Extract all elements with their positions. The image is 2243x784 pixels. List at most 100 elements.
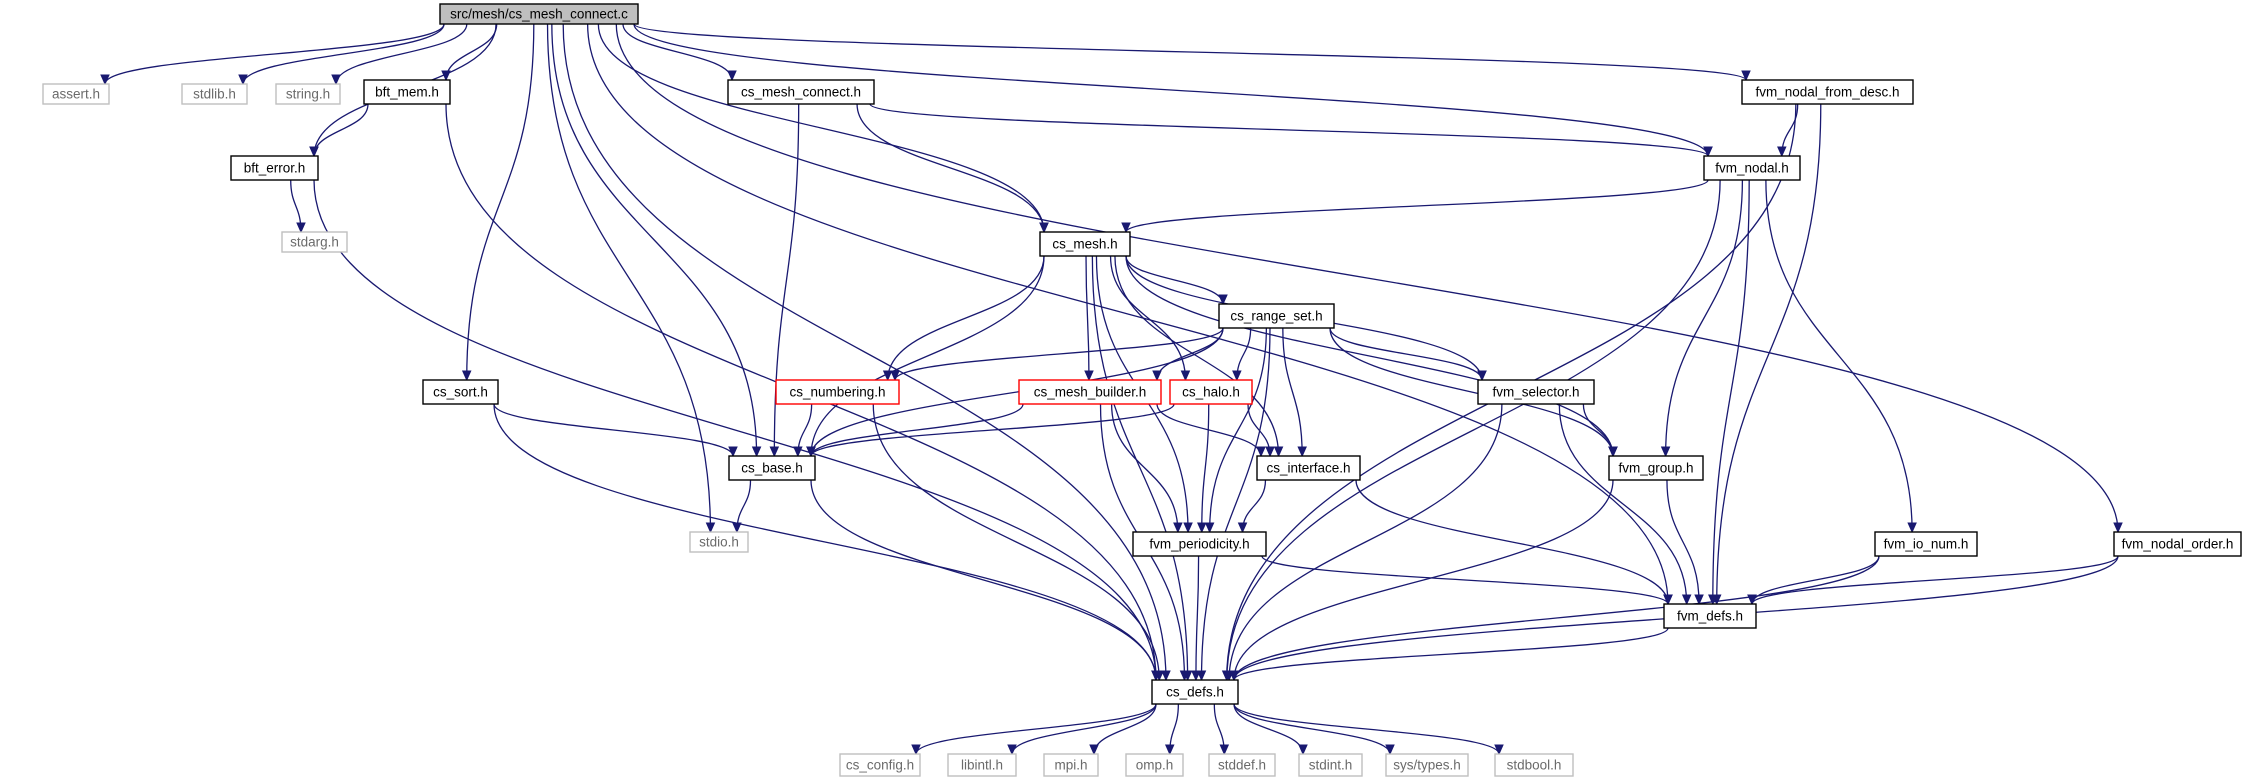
node-cs_mesh_builder[interactable]: cs_mesh_builder.h <box>1018 379 1162 405</box>
node-fvm_nodal_order[interactable]: fvm_nodal_order.h <box>2113 531 2242 557</box>
node-box-fvm_nodal_order <box>2113 531 2242 557</box>
edge-root-to-cs_sort <box>466 23 535 381</box>
edge-root-to-cs_base <box>551 23 758 457</box>
node-label-assert: assert.h <box>52 87 100 102</box>
node-label-libintl: libintl.h <box>961 758 1003 773</box>
arrowhead-cs_halo-to-cs_interface <box>1265 446 1275 458</box>
node-box-stdbool <box>1494 753 1574 777</box>
node-fvm_nodal_from_desc[interactable]: fvm_nodal_from_desc.h <box>1741 79 1914 105</box>
edge-root-to-bft_mem <box>445 23 498 81</box>
node-box-fvm_io_num <box>1874 531 1978 557</box>
node-stddef: stddef.h <box>1208 753 1276 777</box>
edge-root-to-fvm_nodal_order <box>615 23 2119 533</box>
node-box-cs_mesh_builder <box>1018 379 1162 405</box>
arrowhead-cs_mesh-to-cs_interface <box>1273 446 1284 458</box>
arrowhead-cs_range_set-to-cs_halo <box>1232 370 1242 382</box>
arrowhead-cs_defs-to-cs_config <box>911 744 921 756</box>
arrowhead-fvm_periodicity-to-cs_defs <box>1191 670 1201 682</box>
node-cs_base[interactable]: cs_base.h <box>728 455 816 481</box>
node-systypes: sys/types.h <box>1385 753 1469 777</box>
edge-cs_mesh-to-cs_range_set <box>1125 255 1224 305</box>
node-box-fvm_defs <box>1663 603 1757 629</box>
arrowhead-cs_defs-to-stdbool <box>1494 744 1504 756</box>
node-fvm_nodal[interactable]: fvm_nodal.h <box>1703 155 1801 181</box>
node-box-fvm_selector <box>1477 379 1595 405</box>
node-cs_sort[interactable]: cs_sort.h <box>422 379 499 405</box>
node-cs_range_set[interactable]: cs_range_set.h <box>1218 303 1335 329</box>
node-box-stddef <box>1208 753 1276 777</box>
node-label-stddef: stddef.h <box>1218 758 1266 773</box>
arrowhead-root-to-cs_sort <box>461 370 472 382</box>
node-bft_mem[interactable]: bft_mem.h <box>363 79 451 105</box>
edge-cs_mesh-to-fvm_group <box>1125 255 1614 457</box>
edge-fvm_io_num-to-cs_defs <box>1233 555 1880 681</box>
arrowhead-cs_defs-to-mpi <box>1089 744 1099 756</box>
arrowhead-cs_mesh-to-cs_range_set <box>1218 294 1228 306</box>
arrowhead-fvm_periodicity-to-fvm_defs <box>1663 594 1673 606</box>
edge-cs_defs-to-stdbool <box>1233 703 1500 755</box>
node-label-cs_sort: cs_sort.h <box>433 385 488 400</box>
node-cs_mesh_connect_h[interactable]: cs_mesh_connect.h <box>727 79 875 105</box>
arrowhead-root-to-fvm_nodal_from_desc <box>1741 70 1751 82</box>
arrowhead-cs_range_set-to-fvm_periodicity <box>1204 522 1215 534</box>
edge-cs_mesh-to-cs_interface <box>1114 255 1280 457</box>
node-label-systypes: sys/types.h <box>1393 758 1461 773</box>
node-cs_numbering[interactable]: cs_numbering.h <box>775 379 900 405</box>
node-cs_halo[interactable]: cs_halo.h <box>1169 379 1253 405</box>
arrowhead-root-to-cs_base <box>751 446 762 458</box>
node-label-root: src/mesh/cs_mesh_connect.c <box>450 7 628 22</box>
edge-bft_error-to-cs_defs <box>313 179 1157 681</box>
arrowhead-cs_mesh_builder-to-cs_defs <box>1179 670 1190 682</box>
arrowhead-cs_defs-to-omp <box>1164 744 1175 756</box>
node-box-bft_error <box>230 155 319 181</box>
arrowhead-cs_interface-to-fvm_periodicity <box>1237 522 1248 534</box>
edge-cs_mesh-to-cs_defs <box>1091 255 1189 681</box>
edge-cs_interface-to-fvm_defs <box>1355 479 1669 605</box>
node-box-fvm_nodal_from_desc <box>1741 79 1914 105</box>
edge-root-to-string <box>335 23 468 85</box>
node-box-cs_range_set <box>1218 303 1335 329</box>
node-label-mpi: mpi.h <box>1054 758 1087 773</box>
node-fvm_defs[interactable]: fvm_defs.h <box>1663 603 1757 629</box>
node-box-cs_numbering <box>775 379 900 405</box>
arrowhead-cs_defs-to-libintl <box>1007 744 1017 756</box>
node-box-omp <box>1125 753 1184 777</box>
node-label-stdlib: stdlib.h <box>193 87 236 102</box>
node-box-cs_mesh <box>1039 231 1131 257</box>
arrowhead-cs_sort-to-cs_base <box>728 446 738 458</box>
edge-fvm_selector-to-fvm_defs <box>1558 403 1688 605</box>
edge-fvm_nodal-to-fvm_group <box>1664 179 1744 457</box>
arrowhead-bft_error-to-stdarg <box>296 222 306 234</box>
node-libintl: libintl.h <box>947 753 1017 777</box>
node-root[interactable]: src/mesh/cs_mesh_connect.c <box>439 3 639 25</box>
node-fvm_io_num[interactable]: fvm_io_num.h <box>1874 531 1978 557</box>
arrowhead-cs_range_set-to-cs_interface <box>1297 446 1307 458</box>
arrowhead-cs_mesh_builder-to-cs_interface <box>1256 446 1266 458</box>
node-label-omp: omp.h <box>1136 758 1174 773</box>
node-bft_error[interactable]: bft_error.h <box>230 155 319 181</box>
node-fvm_periodicity[interactable]: fvm_periodicity.h <box>1132 531 1267 557</box>
node-label-cs_mesh_builder: cs_mesh_builder.h <box>1034 385 1147 400</box>
arrowhead-root-to-stdio <box>705 522 716 534</box>
arrowhead-fvm_nodal-to-fvm_group <box>1660 446 1671 458</box>
edge-cs_defs-to-libintl <box>1011 703 1157 755</box>
node-label-bft_mem: bft_mem.h <box>375 85 439 100</box>
arrowhead-fvm_nodal_order-to-fvm_defs <box>1747 594 1757 606</box>
node-cs_defs[interactable]: cs_defs.h <box>1151 679 1239 705</box>
arrowhead-root-to-fvm_nodal_order <box>2113 522 2123 534</box>
arrowhead-cs_defs-to-stdint <box>1298 744 1308 756</box>
edge-cs_mesh-to-cs_halo <box>1109 255 1187 381</box>
node-stdlib: stdlib.h <box>181 83 248 105</box>
node-cs_interface[interactable]: cs_interface.h <box>1256 455 1361 481</box>
node-box-cs_config <box>839 753 921 777</box>
edge-root-to-fvm_defs <box>586 23 1669 605</box>
edge-cs_mesh-to-cs_base <box>810 255 1045 457</box>
arrowhead-fvm_nodal-to-fvm_defs <box>1708 594 1718 606</box>
node-fvm_group[interactable]: fvm_group.h <box>1608 455 1704 481</box>
node-mpi: mpi.h <box>1043 753 1099 777</box>
edge-fvm_selector-to-fvm_group <box>1582 403 1614 457</box>
node-fvm_selector[interactable]: fvm_selector.h <box>1477 379 1595 405</box>
node-stdbool: stdbool.h <box>1494 753 1574 777</box>
node-cs_mesh[interactable]: cs_mesh.h <box>1039 231 1131 257</box>
node-stdint: stdint.h <box>1298 753 1363 777</box>
